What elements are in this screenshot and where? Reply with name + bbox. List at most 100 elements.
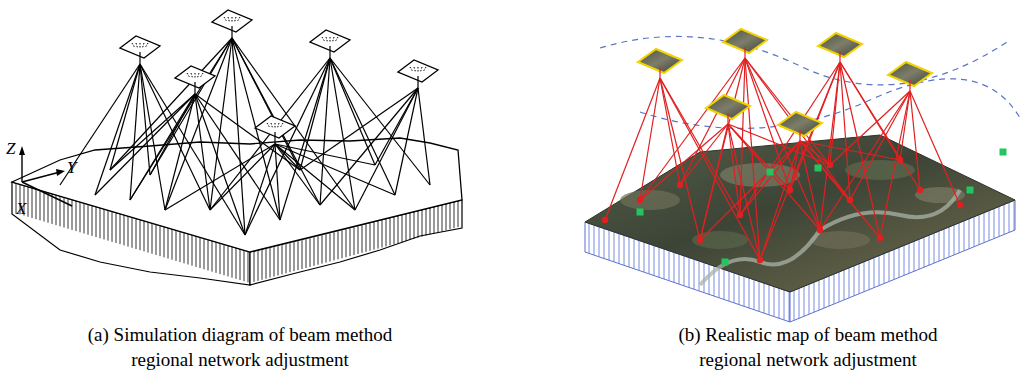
hatch-line xyxy=(32,188,33,218)
hatch-line xyxy=(689,258,690,288)
projection-ray xyxy=(900,91,910,160)
control-point xyxy=(637,209,644,216)
projection-ray xyxy=(245,144,275,235)
projection-ray xyxy=(195,94,245,235)
hatch-line xyxy=(180,231,181,262)
hatch-line xyxy=(326,233,327,262)
hatch-line xyxy=(152,223,153,254)
hatch-line xyxy=(262,249,263,280)
hatch-line xyxy=(458,201,459,227)
hatch-line xyxy=(370,223,371,251)
projection-ray xyxy=(417,76,418,88)
hatch-line xyxy=(216,242,217,273)
projection-ray xyxy=(760,62,840,260)
tie-point xyxy=(877,235,883,241)
tie-point xyxy=(817,227,823,233)
hatch-line xyxy=(634,239,635,269)
hatch-line xyxy=(794,290,795,320)
hatch-line xyxy=(859,264,860,294)
hatch-line xyxy=(744,276,745,306)
hatch-line xyxy=(934,233,935,263)
ray-dash xyxy=(271,123,273,128)
hatch-line xyxy=(116,213,117,243)
hatch-line xyxy=(809,284,810,314)
ray-dash xyxy=(143,43,145,48)
projection-ray xyxy=(95,94,195,195)
tie-point xyxy=(677,182,683,188)
x-axis xyxy=(22,182,72,206)
ray-dash xyxy=(191,73,193,78)
hatch-line xyxy=(100,208,101,238)
hatch-line xyxy=(904,245,905,275)
ray-dash xyxy=(200,73,203,78)
hatch-line xyxy=(302,239,303,269)
projection-ray xyxy=(110,94,195,170)
hatch-line xyxy=(318,235,319,264)
hatch-line xyxy=(664,249,665,279)
projection-ray xyxy=(880,91,910,238)
hatch-line xyxy=(659,247,660,277)
projection-ray xyxy=(700,58,745,240)
hatch-line xyxy=(128,216,129,246)
hatch-line xyxy=(442,205,443,231)
hatch-line xyxy=(232,247,233,278)
hatch-line xyxy=(44,191,45,221)
hatch-line xyxy=(694,259,695,289)
tie-point xyxy=(787,187,793,193)
hatch-line xyxy=(184,233,185,264)
hatch-line xyxy=(924,237,925,267)
projection-ray xyxy=(799,130,800,141)
ray-dash xyxy=(145,43,148,48)
hatch-line xyxy=(220,243,221,274)
hatch-line xyxy=(819,280,820,310)
hatch-line xyxy=(72,200,73,230)
hatch-line xyxy=(989,211,990,241)
projection-ray xyxy=(740,141,800,215)
hatch-line xyxy=(974,217,975,247)
projection-ray xyxy=(330,58,375,165)
hatch-line xyxy=(639,240,640,270)
hatch-line xyxy=(282,244,283,274)
hatch-line xyxy=(929,235,930,265)
hatch-line xyxy=(290,242,291,272)
hatch-line xyxy=(999,207,1000,237)
z-axis xyxy=(21,152,22,182)
hatch-line xyxy=(172,229,173,260)
hatch-line xyxy=(144,221,145,252)
hatch-line xyxy=(959,223,960,253)
control-point xyxy=(722,259,729,266)
ray-dash xyxy=(187,73,190,78)
hatch-line xyxy=(914,241,915,271)
hatch-line xyxy=(849,268,850,298)
hatch-line xyxy=(430,208,431,235)
projection-ray xyxy=(300,88,418,170)
hatch-line xyxy=(979,215,980,245)
projection-ray xyxy=(95,64,140,195)
hatch-line xyxy=(104,209,105,239)
projection-ray xyxy=(910,91,920,190)
panel-caption: (b) Realistic map of beam method regiona… xyxy=(648,322,968,372)
projection-ray xyxy=(210,38,232,210)
hatch-line xyxy=(168,228,169,259)
hatch-line xyxy=(644,242,645,272)
hatch-line xyxy=(56,195,57,225)
hatch-line xyxy=(84,203,85,233)
tie-point xyxy=(847,197,853,203)
projection-ray xyxy=(130,38,232,200)
hatch-line xyxy=(954,225,955,255)
projection-ray xyxy=(165,38,232,210)
hatch-line xyxy=(824,278,825,308)
projection-ray xyxy=(375,88,418,165)
projection-ray xyxy=(728,124,820,230)
projection-ray xyxy=(150,94,195,175)
hatch-line xyxy=(969,219,970,249)
projection-ray xyxy=(850,91,910,200)
y-axis xyxy=(22,172,60,182)
projection-ray xyxy=(727,113,728,124)
hatch-line xyxy=(739,275,740,305)
hatch-line xyxy=(599,227,600,257)
ray-dash xyxy=(237,17,240,22)
ray-dash xyxy=(335,37,338,42)
hatch-line xyxy=(814,282,815,312)
hatch-line xyxy=(889,252,890,282)
